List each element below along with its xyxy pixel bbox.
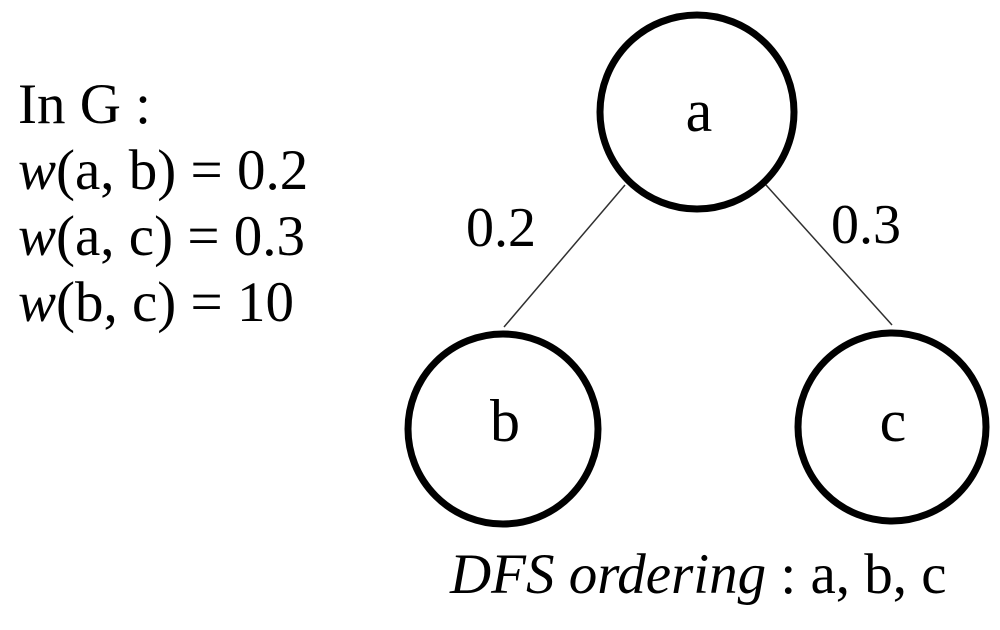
weight-symbol: w	[18, 205, 57, 268]
weight-expression: (b, c) = 10	[56, 271, 294, 334]
weight-symbol: w	[18, 271, 57, 334]
weight-symbol: w	[18, 139, 57, 202]
weight-expression: (a, b) = 0.2	[56, 139, 309, 202]
weight-expression: (a, c) = 0.3	[56, 205, 305, 268]
node-a-circle	[596, 11, 798, 213]
edge-a-b-weight-label: 0.2	[466, 197, 536, 259]
weight-equation-bc: w(b, c) = 10	[18, 270, 308, 336]
edge-a-c-weight-label: 0.3	[831, 194, 901, 256]
graph-context-label: In G :	[18, 73, 151, 136]
dfs-ordering-caption-italic: DFS ordering	[450, 543, 767, 606]
edge-a-b	[503, 184, 626, 328]
node-c-circle	[794, 329, 990, 525]
edge-a-c	[765, 184, 893, 326]
weight-definitions: In G : w(a, b) = 0.2 w(a, c) = 0.3 w(b, …	[18, 72, 308, 336]
node-c-label: c	[880, 388, 907, 454]
graph-context-line: In G :	[18, 72, 308, 138]
dfs-ordering-caption-values: : a, b, c	[766, 543, 947, 606]
dfs-ordering-caption: DFS ordering : a, b, c	[450, 546, 947, 603]
weight-equation-ab: w(a, b) = 0.2	[18, 138, 308, 204]
node-b-circle	[404, 330, 602, 528]
node-b-label: b	[490, 388, 520, 454]
weight-equation-ac: w(a, c) = 0.3	[18, 204, 308, 270]
node-a-label: a	[686, 78, 713, 144]
